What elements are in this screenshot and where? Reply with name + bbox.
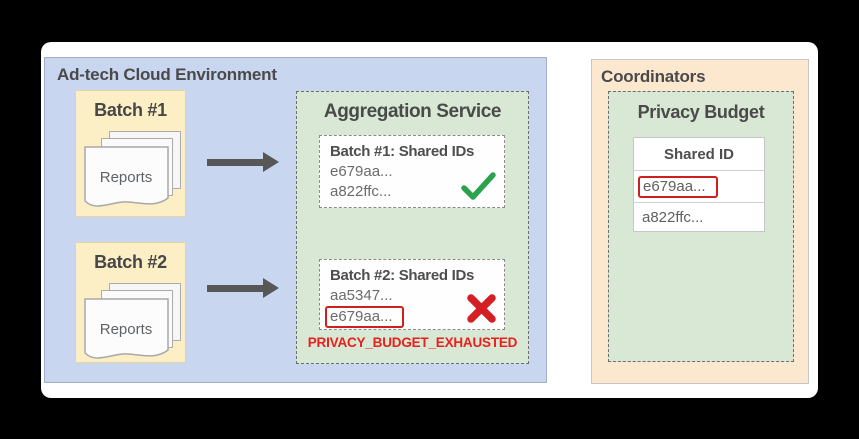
batch2-result-box: Batch #2: Shared IDs aa5347... e679aa...: [319, 259, 505, 330]
aggregation-service-panel: Aggregation Service Batch #1: Shared IDs…: [296, 91, 529, 364]
reports-stack: Reports: [82, 283, 181, 363]
batch-2-box: Batch #2 Reports: [75, 242, 186, 363]
reports-label: Reports: [99, 321, 153, 338]
arrow-head: [263, 152, 279, 172]
arrow-batch1-to-service-icon: [205, 152, 281, 172]
batch-2-title: Batch #2: [94, 252, 167, 272]
reports-label: Reports: [99, 169, 153, 186]
batch1-result-box: Batch #1: Shared IDs e679aa... a822ffc..…: [319, 135, 505, 208]
reports-stack: Reports: [82, 131, 181, 211]
shared-id-value: a822ffc...: [330, 183, 392, 200]
x-icon: [467, 294, 496, 323]
shared-id-value: aa5347...: [330, 287, 393, 304]
flagged-shared-id: e679aa...: [325, 306, 404, 328]
adtech-environment-title: Ad-tech Cloud Environment: [57, 65, 277, 84]
flagged-shared-id: e679aa...: [638, 175, 718, 198]
coordinators-title: Coordinators: [601, 67, 706, 86]
shared-id-value: e679aa...: [325, 306, 494, 328]
privacy-budget-panel: Privacy Budget Shared ID e679aa... a822f…: [608, 91, 794, 362]
shared-id-table: Shared ID e679aa... a822ffc...: [633, 137, 765, 232]
arrow-shaft: [207, 285, 265, 292]
batch-1-box: Batch #1 Reports: [75, 90, 186, 217]
document-page-wavy: [84, 298, 169, 359]
shared-id-value: e679aa...: [330, 163, 393, 180]
privacy-budget-exhausted-label: PRIVACY_BUDGET_EXHAUSTED: [307, 335, 518, 350]
privacy-budget-title: Privacy Budget: [637, 102, 765, 122]
arrow-shaft: [207, 159, 265, 166]
checkmark-icon: [461, 172, 496, 200]
diagram-card: Ad-tech Cloud Environment Batch #1 Repor…: [41, 42, 818, 398]
adtech-environment-panel: Ad-tech Cloud Environment Batch #1 Repor…: [44, 57, 547, 383]
batch2-result-title: Batch #2: Shared IDs: [330, 267, 475, 284]
coordinators-panel: Coordinators Privacy Budget Shared ID e6…: [591, 59, 809, 384]
aggregation-service-title: Aggregation Service: [323, 101, 502, 122]
document-page-wavy: [84, 146, 169, 207]
arrow-batch2-to-service-icon: [205, 278, 281, 298]
table-row: e679aa...: [634, 171, 764, 203]
arrow-head: [263, 278, 279, 298]
batch-1-title: Batch #1: [94, 100, 167, 120]
batch1-result-title: Batch #1: Shared IDs: [330, 143, 475, 160]
table-row: a822ffc...: [642, 208, 704, 226]
shared-id-table-header: Shared ID: [634, 138, 764, 171]
